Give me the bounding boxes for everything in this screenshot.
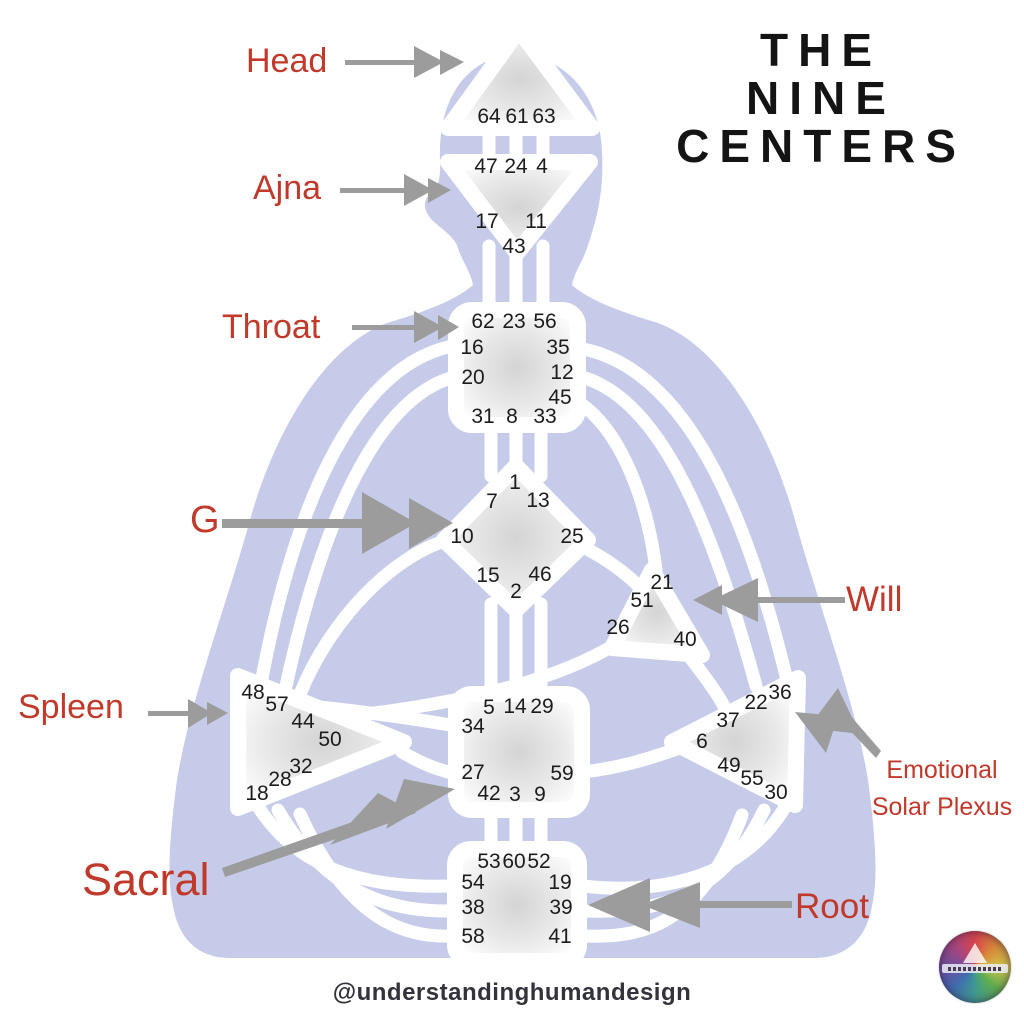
logo-text-band	[941, 964, 1009, 974]
poster-title: THE NINE CENTERS	[638, 26, 1004, 170]
pointer-arrows	[148, 46, 881, 932]
will-center-shape	[604, 562, 710, 663]
emotional-solar-plexus-label-line1: Emotional	[886, 756, 998, 784]
head-label: Head	[246, 42, 328, 80]
poster-title-line2: NINE	[746, 72, 896, 124]
g-arrow	[222, 492, 453, 554]
emotional-solar-plexus-label: Emotional Solar Plexus	[862, 752, 1022, 826]
sacral-center-shape	[448, 686, 590, 818]
throat-center-shape	[448, 302, 586, 433]
spleen-arrow	[148, 699, 228, 728]
will-label: Will	[846, 580, 903, 619]
instagram-handle: @understandinghumandesign	[332, 979, 692, 1006]
solar-plexus-arrow	[795, 688, 881, 758]
will-arrow	[693, 578, 845, 622]
head-arrow	[345, 46, 464, 78]
throat-label: Throat	[222, 308, 321, 346]
emotional-solar-plexus-label-line2: Solar Plexus	[871, 793, 1013, 821]
head-center-shape	[440, 22, 600, 136]
root-label: Root	[795, 887, 869, 926]
centers-shapes	[230, 22, 806, 969]
spleen-label: Spleen	[18, 688, 124, 726]
poster-title-line1: THE	[760, 24, 882, 76]
throat-arrow	[352, 311, 459, 343]
root-arrow	[588, 878, 792, 932]
logo-mountain-icon	[963, 942, 987, 963]
g-center-shape	[436, 458, 596, 618]
ajna-label: Ajna	[253, 169, 322, 207]
brand-logo	[939, 931, 1011, 1003]
g-center-label: G	[190, 499, 220, 541]
sacral-label: Sacral	[82, 854, 210, 905]
poster-title-line3: CENTERS	[676, 120, 966, 172]
ajna-center-shape	[440, 154, 598, 261]
spleen-center-shape	[230, 668, 412, 816]
ajna-arrow	[340, 174, 451, 206]
sacral-arrow	[222, 779, 455, 877]
root-center-shape	[447, 841, 587, 969]
solar-plexus-center-shape	[664, 670, 806, 813]
